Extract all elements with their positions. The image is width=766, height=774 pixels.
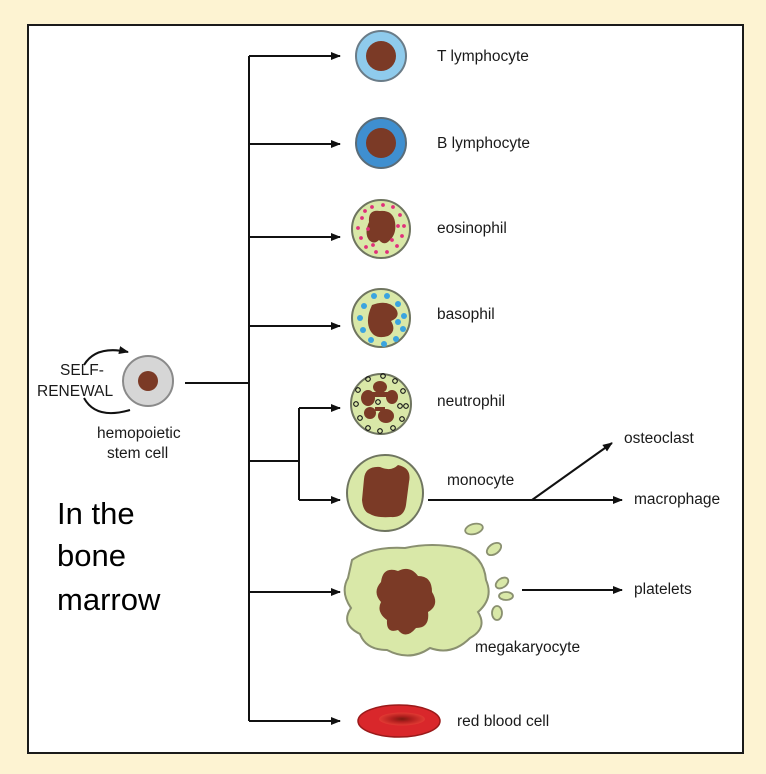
- neutrophil-cell: [350, 373, 412, 435]
- osteoclast-label: osteoclast: [624, 430, 694, 447]
- t-lymphocyte-label: T lymphocyte: [437, 48, 529, 65]
- b-lymphocyte-label: B lymphocyte: [437, 135, 530, 152]
- megakaryocyte-label: megakaryocyte: [475, 639, 580, 656]
- platelets-label: platelets: [634, 581, 692, 598]
- neutrophil-label: neutrophil: [437, 393, 505, 410]
- megakaryocyte-cell: [343, 544, 490, 657]
- location-line-1: In the: [57, 496, 135, 531]
- macrophage-label: macrophage: [634, 491, 720, 508]
- self-renewal-label-1: SELF-: [60, 362, 104, 379]
- location-line-3: marrow: [57, 582, 161, 617]
- monocyte-cell: [346, 454, 424, 532]
- eosinophil-cell: [351, 199, 411, 259]
- basophil-label: basophil: [437, 306, 495, 323]
- location-line-2: bone: [57, 538, 126, 573]
- eosinophil-label: eosinophil: [437, 220, 507, 237]
- basophil-cell: [351, 288, 411, 348]
- b-lymphocyte-cell: [355, 117, 407, 169]
- platelet-fragments: [464, 522, 514, 621]
- monocyte-label: monocyte: [447, 472, 514, 489]
- red-blood-cell-label: red blood cell: [457, 713, 549, 730]
- self-renewal-arrows: [83, 346, 131, 414]
- stem-cell-label-1: hemopoietic: [97, 425, 181, 442]
- stem-cell-label-2: stem cell: [107, 445, 168, 462]
- hemopoietic-stem-cell: [122, 355, 174, 407]
- t-lymphocyte-cell: [355, 30, 407, 82]
- red-blood-cell: [357, 704, 441, 738]
- self-renewal-label-2: RENEWAL: [37, 383, 113, 400]
- lineage-connectors: [185, 52, 623, 725]
